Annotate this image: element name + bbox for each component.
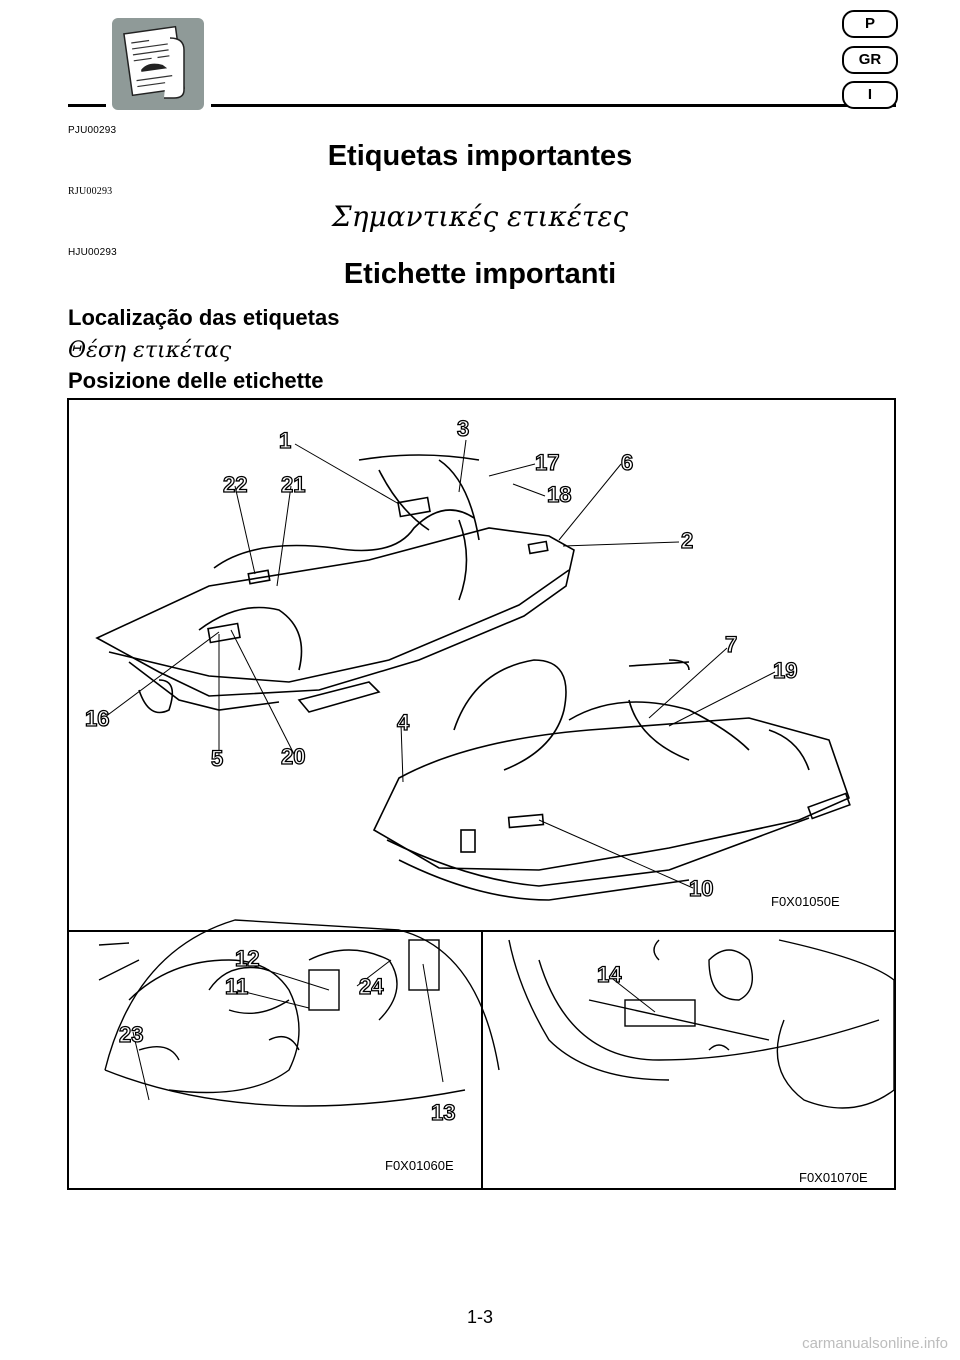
watercraft-front-illustration <box>372 659 851 901</box>
lang-badge-i: I <box>842 81 898 109</box>
callout-5: 5 <box>210 745 224 771</box>
section-code-it: HJU00293 <box>68 247 117 258</box>
callout-20: 20 <box>280 743 306 769</box>
callout-2: 2 <box>680 527 694 553</box>
watercraft-rear-illustration <box>95 454 575 714</box>
callout-21: 21 <box>280 471 306 497</box>
callout-17: 17 <box>534 449 560 475</box>
lang-badge-p: P <box>842 10 898 38</box>
leader-lines-top <box>100 439 776 889</box>
label-location-figure: 1 3 17 6 22 21 18 2 7 19 16 4 5 20 10 12… <box>67 398 896 1190</box>
callout-12: 12 <box>234 945 260 971</box>
figure-drawing <box>69 439 894 1188</box>
callout-1: 1 <box>278 427 292 453</box>
engine-bay-illustration <box>98 919 500 1107</box>
callout-7: 7 <box>724 631 738 657</box>
figure-code-top: F0X01050E <box>771 894 840 909</box>
section-code-pt: PJU00293 <box>68 125 117 136</box>
page-number: 1-3 <box>466 1307 493 1327</box>
header-rule-left <box>68 104 106 107</box>
callout-22: 22 <box>222 471 248 497</box>
subtitle-pt: Localização das etiquetas <box>68 305 340 330</box>
page-title-pt: Etiquetas importantes <box>327 140 633 172</box>
manual-book-icon <box>112 18 204 110</box>
callout-13: 13 <box>430 1099 456 1125</box>
subtitle-it: Posizione delle etichette <box>68 368 324 393</box>
leader-lines-bottom <box>132 959 656 1101</box>
section-code-gr: RJU00293 <box>68 186 113 197</box>
storage-compartment-illustration <box>508 939 894 1109</box>
callout-24: 24 <box>358 973 384 999</box>
page-title-gr: Σημαντικές ετικέτες <box>331 200 629 233</box>
figure-code-bottom-right: F0X01070E <box>799 1170 868 1185</box>
callout-6: 6 <box>620 449 634 475</box>
callout-18: 18 <box>546 481 572 507</box>
callout-23: 23 <box>118 1021 144 1047</box>
callout-16: 16 <box>84 705 110 731</box>
callout-4: 4 <box>396 709 410 735</box>
watermark: carmanualsonline.info <box>802 1335 948 1352</box>
lang-badge-gr: GR <box>842 46 898 74</box>
callout-19: 19 <box>772 657 798 683</box>
callout-3: 3 <box>456 415 470 441</box>
callout-11: 11 <box>224 973 249 999</box>
page-title-it: Etichette importanti <box>343 258 617 290</box>
callout-10: 10 <box>688 875 714 901</box>
callout-14: 14 <box>596 961 622 987</box>
header-rule-right <box>211 104 896 107</box>
figure-code-bottom-left: F0X01060E <box>385 1158 454 1173</box>
subtitle-gr: Θέση ετικέτας <box>68 338 232 363</box>
